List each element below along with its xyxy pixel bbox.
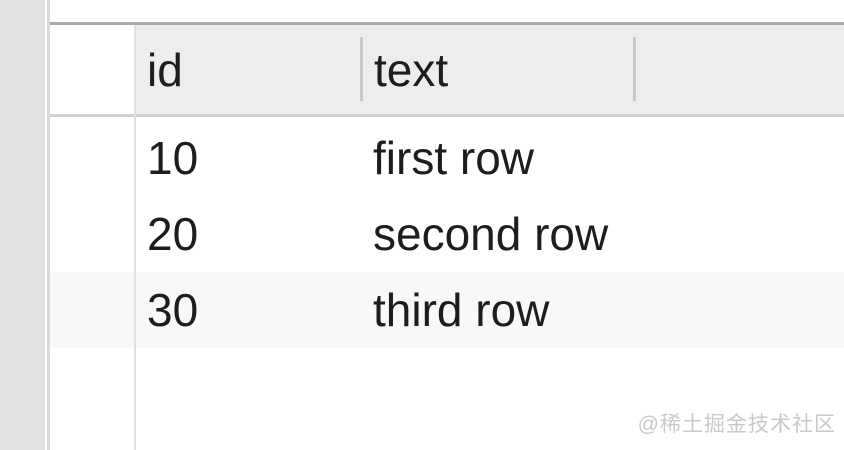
table-row[interactable]: 30 third row (50, 272, 844, 348)
sidebar-divider[interactable] (47, 0, 50, 450)
watermark-text: @稀土掘金技术社区 (637, 413, 836, 436)
row-gutter-header-cell (50, 25, 134, 114)
column-header-id-label: id (147, 43, 183, 96)
cell-text[interactable]: first row (373, 132, 534, 184)
table-row[interactable]: 10 first row (50, 120, 844, 196)
header-bottom-border (50, 114, 844, 117)
row-gutter-cell[interactable] (50, 120, 134, 196)
table-header-row: id text (50, 25, 844, 114)
cell-id[interactable]: 20 (147, 208, 199, 260)
column-resize-handle[interactable] (633, 37, 636, 101)
column-header-id[interactable]: id (134, 25, 361, 114)
column-header-text[interactable]: text (360, 25, 634, 114)
column-header-text-label: text (374, 43, 449, 96)
table-body: 10 first row 20 second row 30 third row (50, 120, 844, 348)
cell-text[interactable]: second row (373, 208, 609, 260)
column-header-empty[interactable] (633, 25, 844, 114)
cell-id[interactable]: 10 (147, 132, 199, 184)
row-gutter-cell[interactable] (50, 272, 134, 348)
cell-text[interactable]: third row (373, 284, 550, 336)
gutter-column-border (134, 25, 136, 450)
sidebar-edge (0, 0, 45, 450)
row-gutter-cell[interactable] (50, 196, 134, 272)
column-resize-handle[interactable] (360, 37, 363, 101)
cell-id[interactable]: 30 (147, 284, 199, 336)
table-row[interactable]: 20 second row (50, 196, 844, 272)
table-top-border (50, 22, 844, 25)
